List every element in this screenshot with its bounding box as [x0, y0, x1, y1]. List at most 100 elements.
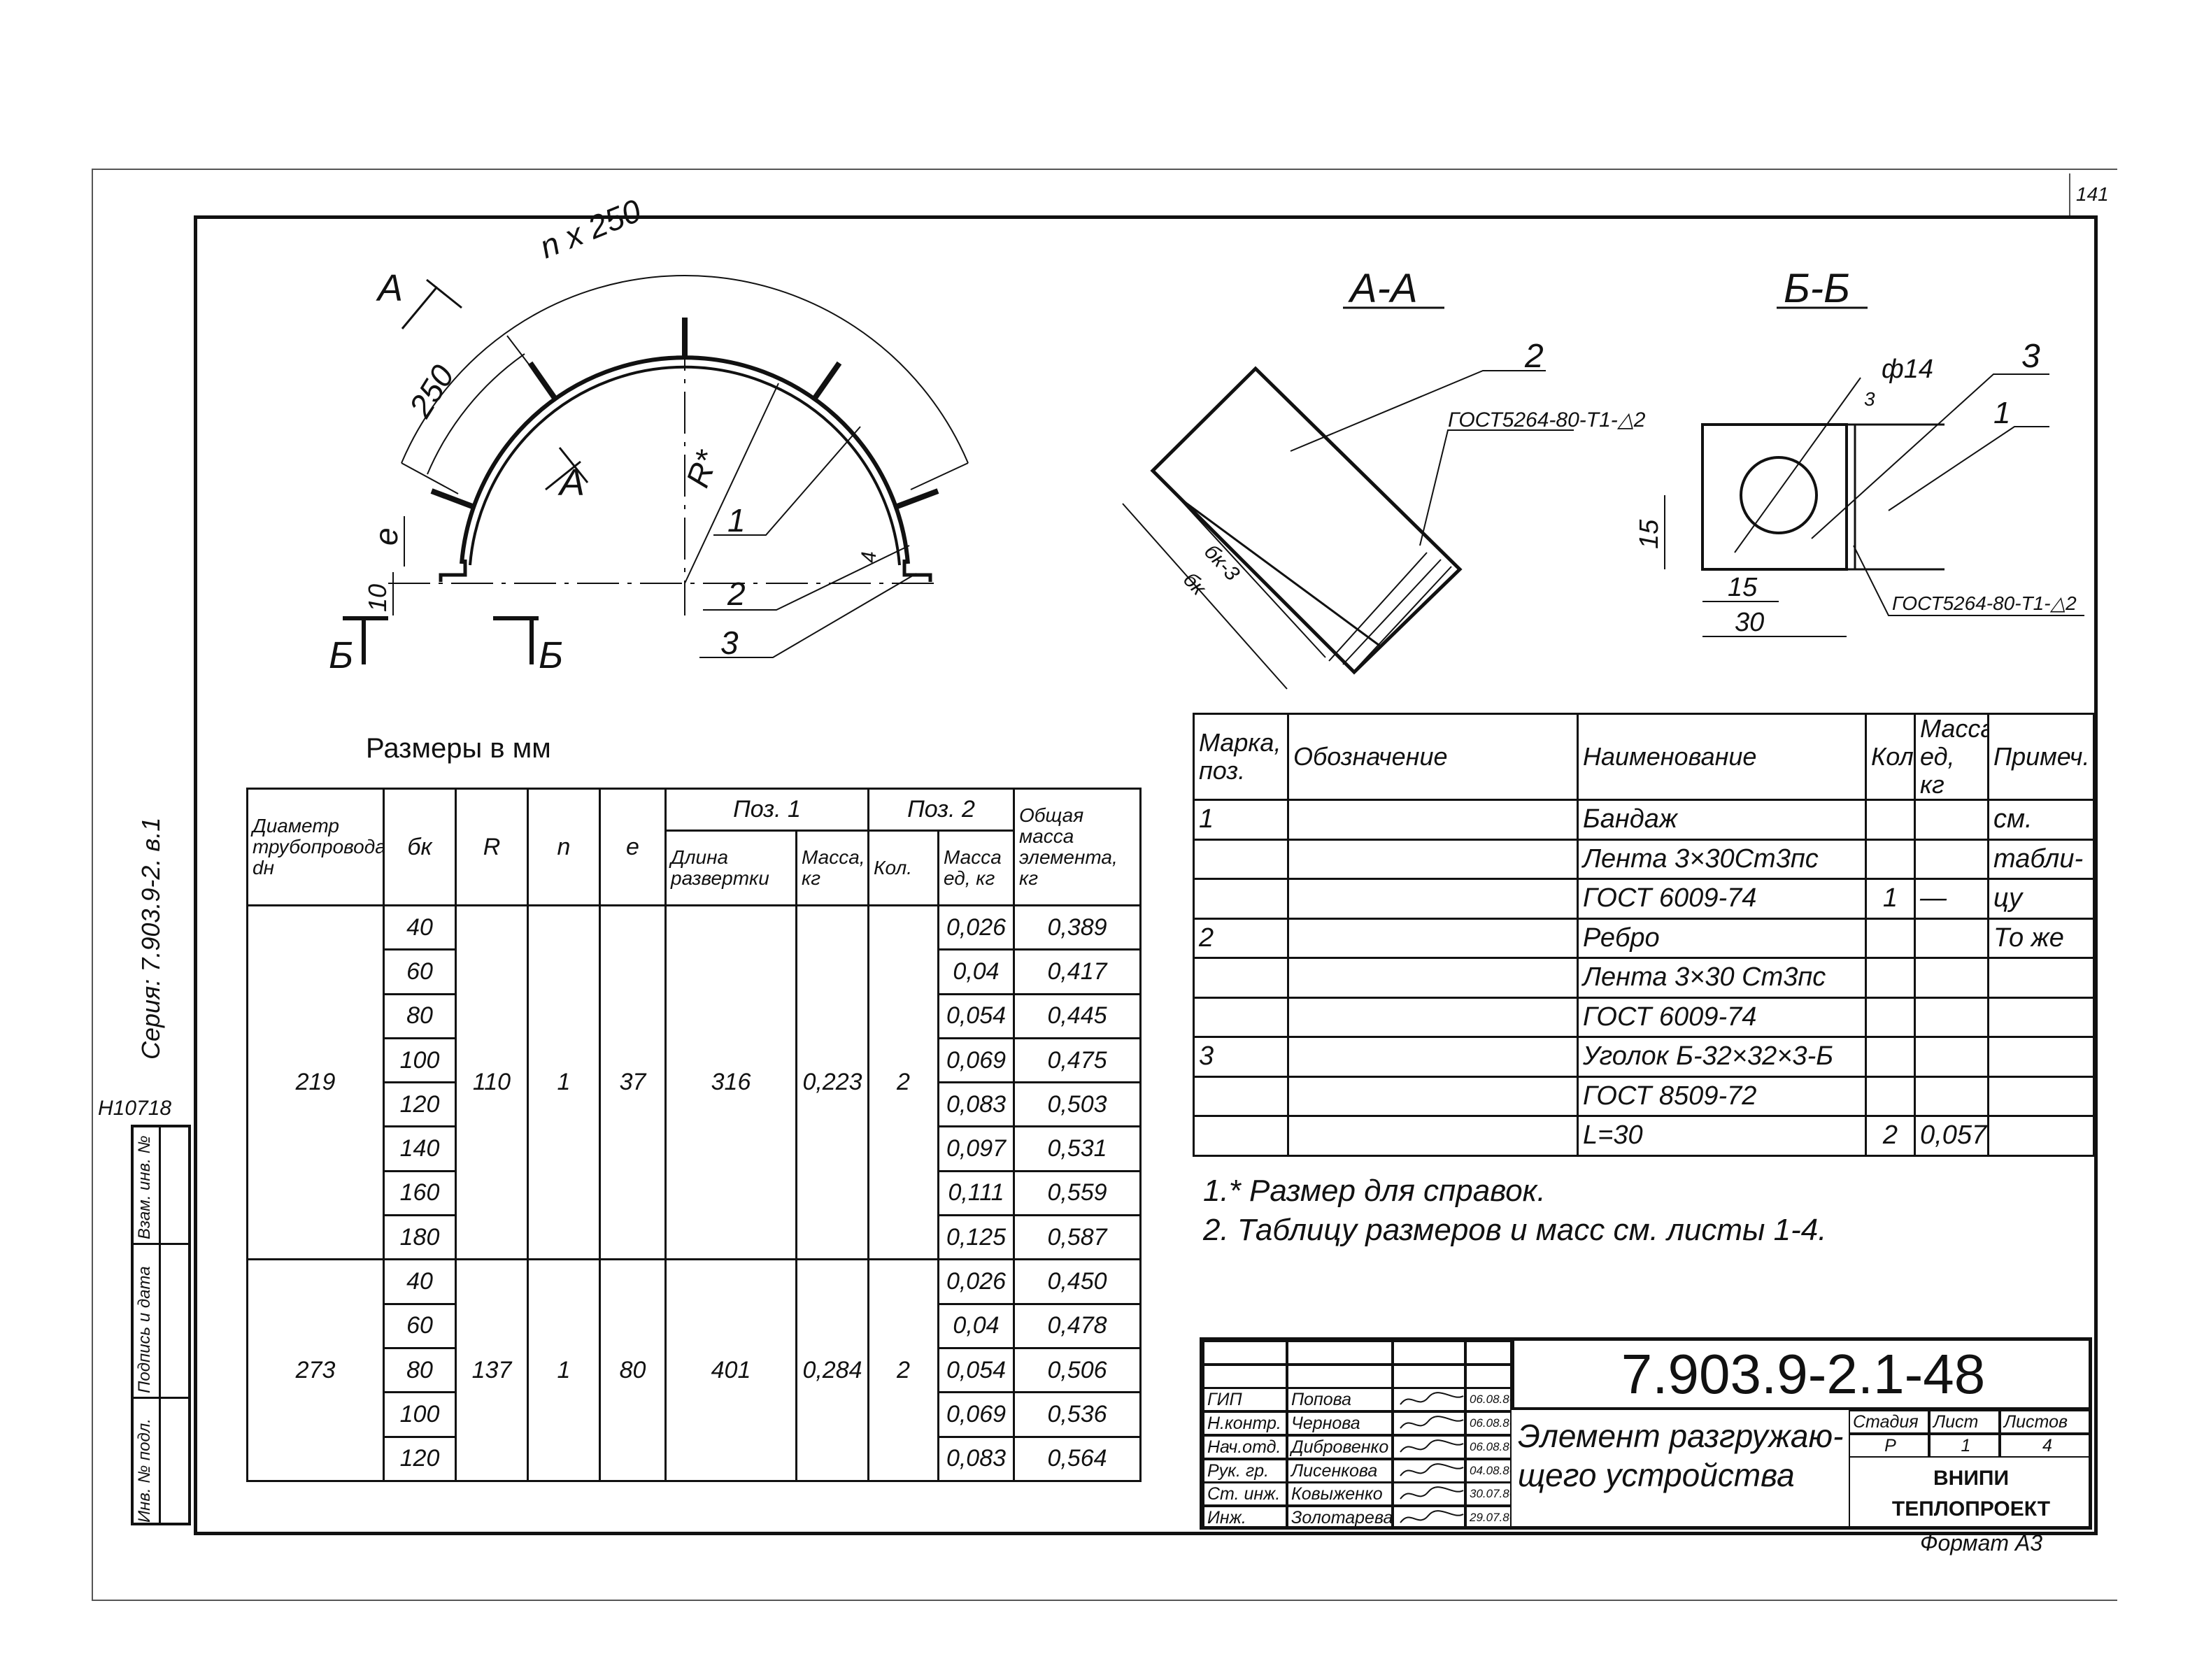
r-cell: 137 [455, 1258, 529, 1482]
spec-cell: Уголок Б-32×32×3-Б [1577, 1036, 1867, 1078]
spec-cell: Бандаж [1577, 799, 1867, 841]
sizes-table-caption: Размеры в мм [366, 733, 551, 764]
spec-cell [1287, 957, 1579, 999]
signature-role: Инж. [1203, 1505, 1287, 1530]
dim-e-label: e [368, 527, 404, 546]
unit-mass-cell: 0,054 [937, 992, 1015, 1039]
total-mass-cell: 0,587 [1013, 1214, 1142, 1261]
spec-cell: L=30 [1577, 1115, 1867, 1157]
drawing-frame [194, 215, 2098, 1535]
dim-10-label: 10 [363, 584, 392, 612]
dim-15-horizontal-label: 15 [1728, 573, 1758, 602]
weld-hatch [1328, 552, 1452, 669]
signature-date: 06.08.86 [1465, 1388, 1512, 1412]
signature-role: Ст. инж. [1203, 1482, 1287, 1507]
bk-cell: 100 [383, 1391, 457, 1438]
dim-30-label: 30 [1735, 608, 1764, 637]
spec-cell [1193, 838, 1289, 880]
dim-4-label: 4 [858, 551, 881, 563]
angle-flange [1701, 423, 1848, 571]
section-mark-a-top [401, 278, 462, 329]
callout-2: 2 [727, 576, 746, 612]
org-line-2: ТЕПЛОПРОЕКТ [1891, 1497, 2051, 1521]
unit-mass-cell: 0,083 [937, 1435, 1015, 1482]
signature-name: Золотарева [1287, 1505, 1393, 1530]
title-line-2: щего устройства [1518, 1457, 1795, 1493]
signature-name: Ковыженко [1287, 1482, 1393, 1507]
handwritten-signature [1393, 1388, 1465, 1412]
arc-dimension-label: n x 250 [534, 192, 646, 265]
rib [811, 361, 842, 402]
length-cell: 316 [664, 904, 797, 1261]
spec-cell [1914, 957, 1989, 999]
spec-header: Примеч. [1987, 713, 2095, 801]
empty-cell [1203, 1341, 1287, 1365]
section-bb-callout-1: 1 [1993, 396, 2010, 430]
sizes-table: Диаметр трубопровода, dн бк R n e Поз. 1… [246, 788, 1142, 1482]
format-label: Формат А3 [1920, 1530, 2043, 1556]
sheets-value: 4 [2000, 1434, 2092, 1458]
spec-cell [1287, 1115, 1579, 1157]
mass-cell: 0,223 [795, 904, 869, 1261]
leader-2 [703, 545, 910, 611]
spec-cell [1914, 917, 1989, 959]
signature-name: Дибровенко [1287, 1435, 1393, 1459]
spec-cell [1287, 996, 1579, 1038]
unit-mass-cell: 0,111 [937, 1169, 1015, 1217]
extension-line [910, 462, 969, 490]
section-a-label-top: А [376, 267, 403, 309]
qty-cell: 2 [867, 1258, 939, 1482]
signature-date: 06.08.86 [1465, 1411, 1512, 1436]
spec-cell [1914, 1036, 1989, 1078]
spec-cell [1193, 957, 1289, 999]
spec-cell [1914, 799, 1989, 841]
unit-mass-cell: 0,069 [937, 1391, 1015, 1438]
section-aa-weld-note: ГОСТ5264-80-Т1-△2 [1448, 408, 1646, 432]
spec-cell [1865, 799, 1916, 841]
handwritten-signature [1393, 1435, 1465, 1459]
section-bb-weld-note: ГОСТ5264-80-Т1-△2 [1892, 592, 2077, 614]
leader-bb-1 [1888, 426, 2049, 511]
length-cell: 401 [664, 1258, 797, 1482]
hole-leader [1734, 377, 1861, 553]
rib [430, 488, 476, 510]
unit-mass-cell: 0,04 [937, 948, 1015, 995]
unit-mass-cell: 0,054 [937, 1346, 1015, 1394]
spec-cell [1287, 799, 1579, 841]
empty-cell [1287, 1364, 1393, 1388]
bk-cell: 160 [383, 1169, 457, 1217]
bk-cell: 120 [383, 1435, 457, 1482]
handwritten-signature [1393, 1482, 1465, 1507]
mass-cell: 0,284 [795, 1258, 869, 1482]
bk-cell: 120 [383, 1081, 457, 1128]
handwritten-signature [1393, 1505, 1465, 1530]
rib-edge [1181, 499, 1382, 648]
signature-role: Рук. гр. [1203, 1458, 1287, 1483]
empty-cell [1393, 1341, 1465, 1365]
section-mark-b-right [493, 616, 539, 664]
header-length: Длина развертки [664, 830, 797, 906]
spec-cell: табли- [1987, 838, 2095, 880]
spec-cell [1287, 878, 1579, 920]
total-mass-cell: 0,506 [1013, 1346, 1142, 1394]
spec-cell: ГОСТ 6009-74 [1577, 996, 1867, 1038]
org-line-1: ВНИПИ [1933, 1467, 2010, 1490]
total-mass-cell: 0,559 [1013, 1169, 1142, 1217]
spec-cell [1865, 917, 1916, 959]
diameter-cell: 273 [246, 1258, 385, 1482]
spec-cell [1987, 996, 2095, 1038]
unit-mass-cell: 0,097 [937, 1125, 1015, 1172]
n-cell: 1 [527, 1258, 601, 1482]
empty-cell [1465, 1364, 1512, 1388]
margin-stamp: Взам. инв. № Подпись и дата Инв. № подл. [131, 1125, 191, 1525]
sheet-label: Лист [1929, 1410, 2000, 1434]
n-cell: 1 [527, 904, 601, 1261]
